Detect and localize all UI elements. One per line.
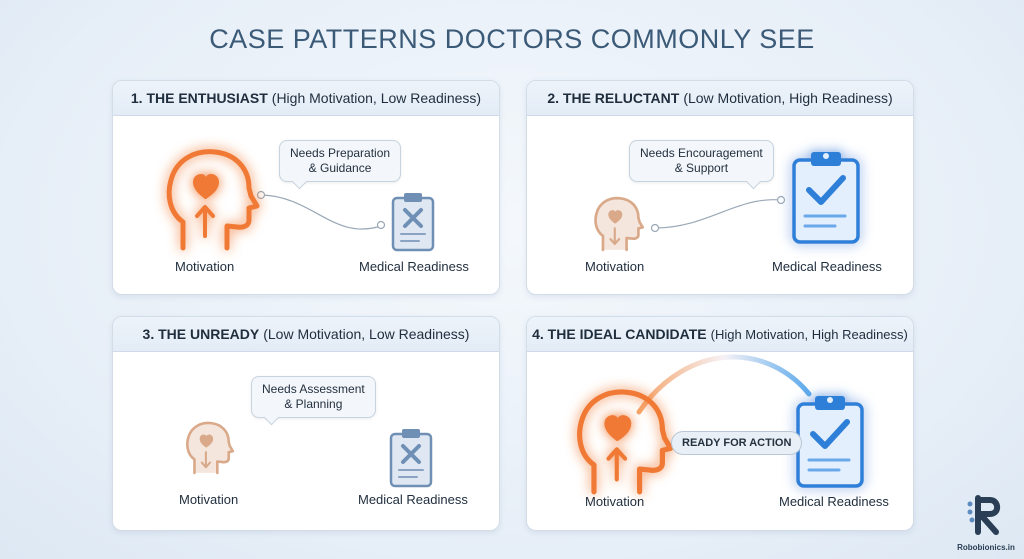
readiness-clipboard-x-icon [391,193,435,252]
readiness-label: Medical Readiness [772,259,882,274]
card-ideal-candidate: 4. THE IDEAL CANDIDATE (High Motivation,… [526,316,914,531]
card-header: 3. THE UNREADY (Low Motivation, Low Read… [113,317,499,352]
motivation-head-icon [577,389,674,495]
card-body: Needs Encouragement & Support Motivation… [527,116,913,294]
motivation-label: Motivation [585,259,645,274]
card-header: 2. THE RELUCTANT (Low Motivation, High R… [527,81,913,116]
card-unready: 3. THE UNREADY (Low Motivation, Low Read… [112,316,500,531]
card-qualifier: (Low Motivation, Low Readiness) [263,326,470,342]
card-name: 2. THE RELUCTANT [547,90,680,106]
brand-logo: Robobionics.in [956,494,1016,552]
note-line: Needs Preparation [290,146,391,160]
page-title: CASE PATTERNS DOCTORS COMMONLY SEE [209,24,815,54]
robotic-hand-r-logo-icon [967,495,1001,535]
readiness-label: Medical Readiness [359,259,469,274]
readiness-clipboard-x-icon [389,429,433,488]
status-pill: READY FOR ACTION [671,431,803,455]
readiness-clipboard-check-icon [796,396,864,488]
card-name: 3. THE UNREADY [142,326,260,342]
card-enthusiast: 1. THE ENTHUSIAST (High Motivation, Low … [112,80,500,295]
motivation-head-icon [166,149,260,251]
card-header: 1. THE ENTHUSIAST (High Motivation, Low … [113,81,499,116]
note-bubble: Needs Preparation & Guidance [279,140,402,190]
motivation-label: Motivation [179,492,239,507]
note-bubble: Needs Assessment & Planning [251,376,376,426]
motivation-label: Motivation [175,259,235,274]
card-qualifier: (High Motivation, Low Readiness) [271,90,482,106]
brand-text: Robobionics.in [957,543,1015,552]
note-bubble: Needs Encouragement & Support [629,140,774,190]
note-line: & Support [674,161,729,175]
readiness-clipboard-check-icon [792,152,860,244]
card-body: READY FOR ACTION Motivation Medical Read… [527,352,913,530]
motivation-head-icon [594,196,645,252]
card-reluctant: 2. THE RELUCTANT (Low Motivation, High R… [526,80,914,295]
connector-line [256,190,386,230]
card-qualifier: (High Motivation, High Readiness) [710,326,908,342]
card-body: Needs Preparation & Guidance Motivation … [113,116,499,294]
connector-line [650,195,786,233]
note-line: Needs Assessment [262,382,365,396]
card-name: 4. THE IDEAL CANDIDATE [532,326,707,342]
card-qualifier: (Low Motivation, High Readiness) [683,90,893,106]
card-name: 1. THE ENTHUSIAST [130,90,268,106]
card-header: 4. THE IDEAL CANDIDATE (High Motivation,… [527,317,913,352]
connection-arc [636,354,812,415]
readiness-label: Medical Readiness [358,492,468,507]
note-line: & Planning [284,397,343,411]
note-line: & Guidance [308,161,372,175]
note-line: Needs Encouragement [640,146,763,160]
motivation-head-icon [186,421,235,475]
readiness-label: Medical Readiness [779,494,889,509]
motivation-label: Motivation [585,494,645,509]
card-body: Needs Assessment & Planning Motivation M… [113,352,499,530]
